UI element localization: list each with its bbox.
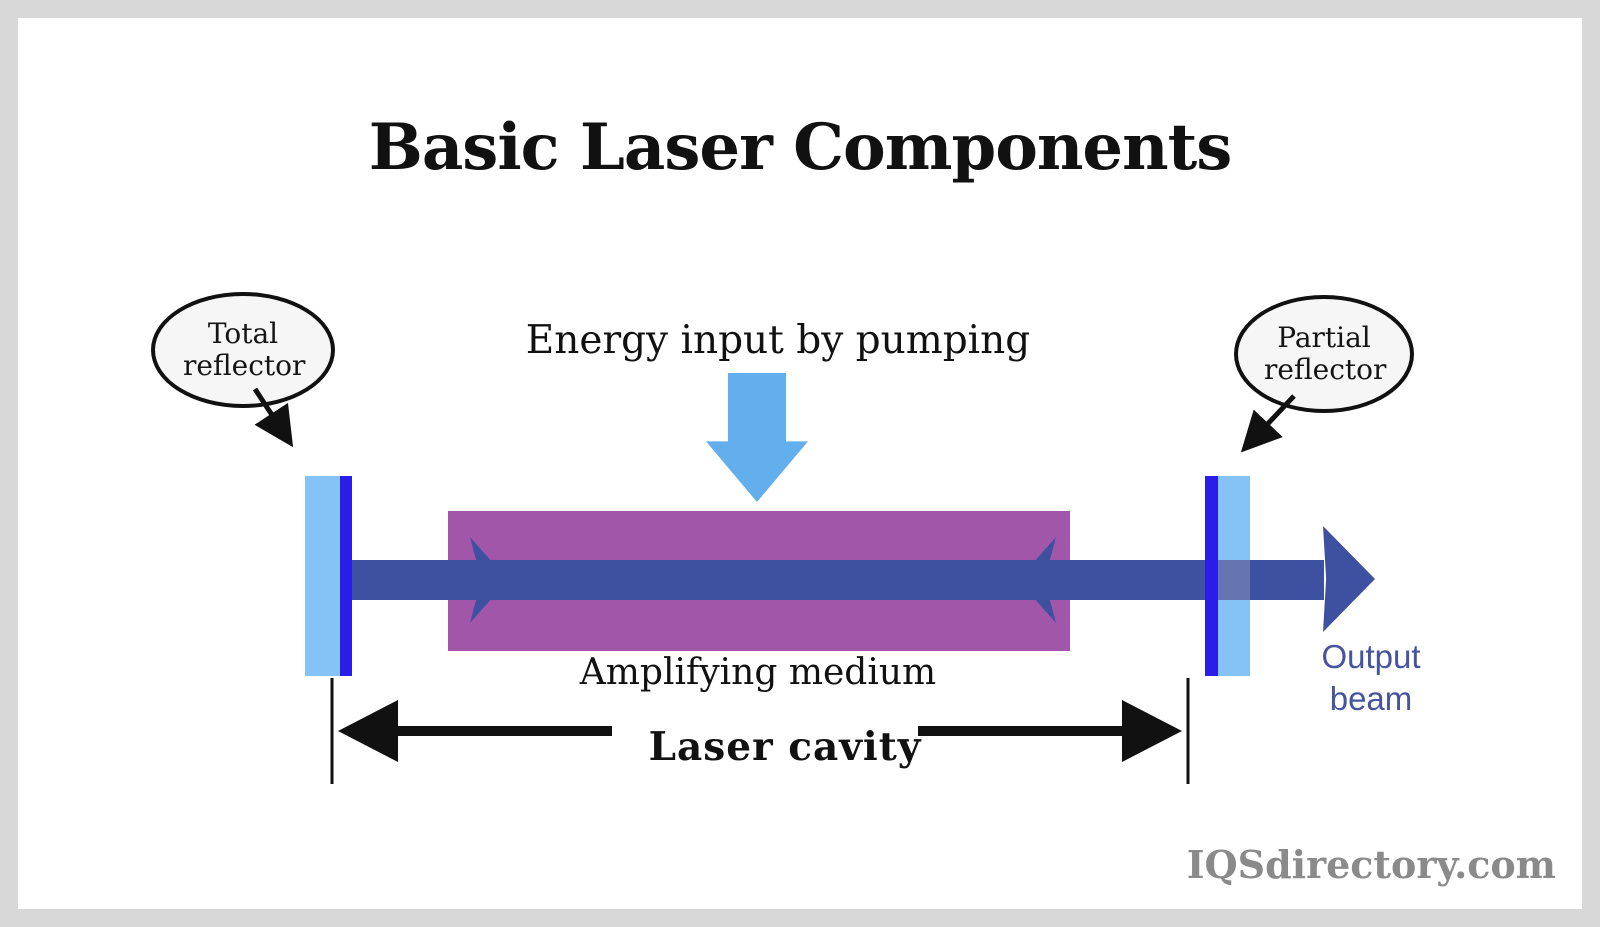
energy-input-label: Energy input by pumping (525, 318, 1031, 363)
output-beam-shaft (1250, 560, 1324, 600)
callout-total-reflector: Total reflector (151, 292, 335, 408)
pump-arrow-icon (706, 373, 808, 502)
beam-through-mirror (1218, 560, 1250, 600)
output-beam-label: Output beam (1321, 638, 1421, 717)
amplifying-medium-label: Amplifying medium (579, 652, 937, 693)
laser-cavity-label: Laser cavity (648, 724, 922, 770)
output-beam-arrowhead-icon (1323, 526, 1375, 632)
cavity-arrow-left-head-icon (338, 700, 398, 762)
mirror-total-reflector-coating (340, 476, 352, 676)
mirror-total-reflector (305, 476, 340, 676)
page-title: Basic Laser Components (368, 110, 1233, 185)
callout-total-reflector-label: Total reflector (183, 316, 306, 382)
callout-partial-reflector: Partial reflector (1234, 295, 1414, 413)
cavity-arrow-right-head-icon (1122, 700, 1182, 762)
watermark: IQSdirectory.com (1186, 842, 1556, 887)
callout-partial-reflector-label: Partial reflector (1264, 320, 1387, 386)
mirror-partial-reflector-coating (1205, 476, 1218, 676)
